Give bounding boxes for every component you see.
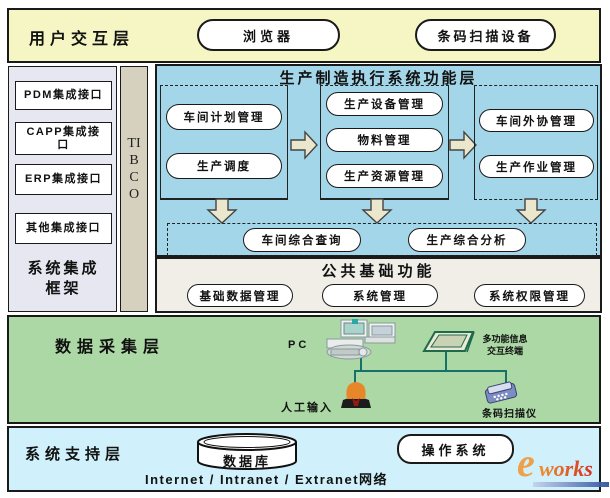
common-functions-panel: 公共基础功能 基础数据管理 系统管理 系统权限管理 [155,257,602,313]
manual-input-label: 人工输入 [281,402,333,414]
arrow-right-1-icon [290,130,318,160]
connector-scanner-drop [505,370,507,385]
production-analysis-node: 生产综合分析 [408,228,526,252]
arrow-down-2-icon [361,198,393,224]
capp-interface-label: CAPP集成接口 [26,125,101,151]
arrow-down-3-icon [515,198,547,224]
database-label: 数据库 [222,454,271,469]
arrow-down-1-icon [206,198,238,224]
capp-interface-box: CAPP集成接口 [15,122,112,155]
resource-mgmt-node: 生产资源管理 [326,164,443,188]
production-scheduling-node: 生产调度 [166,153,282,179]
tibco-bus: TIBCO [120,66,148,312]
barcode-device-node: 条码扫描设备 [415,19,556,51]
mes-group-operations: 车间外协管理 生产作业管理 [474,85,598,200]
mes-function-layer: 生产制造执行系统功能层 车间计划管理 生产调度 生产设备管理 物料管理 生产资源… [155,64,602,257]
support-layer-title: 系统支持层 [25,446,126,463]
eworks-works: works [539,456,593,481]
database-cylinder-icon [197,433,297,470]
terminal-tablet-icon [422,331,475,353]
arrow-right-2-icon [449,130,477,160]
eworks-underline [533,482,609,487]
erp-interface-box: ERP集成接口 [15,164,112,195]
mes-summary-region: 车间综合查询 生产综合分析 [167,223,597,256]
data-layer-title: 数据采集层 [55,339,166,356]
workshop-query-node: 车间综合查询 [243,228,361,252]
connector-terminal-drop [445,348,447,371]
eworks-e: e [517,440,535,485]
base-data-mgmt-node: 基础数据管理 [187,284,293,307]
connector-bus [354,370,507,372]
integration-framework-title: 系统集成框架 [9,259,118,299]
outsourcing-mgmt-node: 车间外协管理 [479,109,594,132]
pdm-interface-box: PDM集成接口 [15,81,112,110]
barcode-scanner-icon [484,381,518,404]
browser-node: 浏览器 [197,19,340,51]
pc-cluster-icon [326,319,396,360]
user-layer-title: 用户交互层 [29,31,135,48]
eworks-watermark: e works [517,440,609,490]
mes-group-planning: 车间计划管理 生产调度 [160,85,288,200]
network-label: Internet / Intranet / Extranet网络 [145,472,389,487]
workshop-plan-node: 车间计划管理 [166,104,282,130]
equipment-mgmt-node: 生产设备管理 [326,92,443,116]
permission-mgmt-node: 系统权限管理 [474,284,585,307]
pc-label: PC [288,339,310,351]
integration-framework-label: 系统集成框架 [27,260,100,297]
mes-group-resources: 生产设备管理 物料管理 生产资源管理 [320,85,449,200]
user-interaction-layer: 用户交互层 浏览器 条码扫描设备 [7,8,601,63]
integration-framework-panel: PDM集成接口 CAPP集成接口 ERP集成接口 其他集成接口 系统集成框架 [8,66,117,312]
connector-person-drop [354,370,356,383]
material-mgmt-node: 物料管理 [326,128,443,152]
data-acquisition-layer: 数据采集层 PC 多功能信息交互终端 [7,315,601,424]
os-node: 操作系统 [397,434,514,464]
terminal-label: 多功能信息交互终端 [480,333,530,357]
system-mgmt-node: 系统管理 [322,284,438,307]
other-interface-box: 其他集成接口 [15,213,112,244]
connector-pc-drop [360,354,362,371]
tibco-label: TIBCO [127,136,141,202]
system-support-layer: 系统支持层 数据库 操作系统 Internet / Intranet / Ext… [7,426,609,492]
terminal-label-text: 多功能信息交互终端 [482,334,528,356]
common-functions-title: 公共基础功能 [321,263,436,280]
mes-title: 生产制造执行系统功能层 [279,70,478,87]
operation-mgmt-node: 生产作业管理 [479,155,594,178]
scanner-label: 条码扫描仪 [482,409,537,420]
person-icon [341,382,371,408]
